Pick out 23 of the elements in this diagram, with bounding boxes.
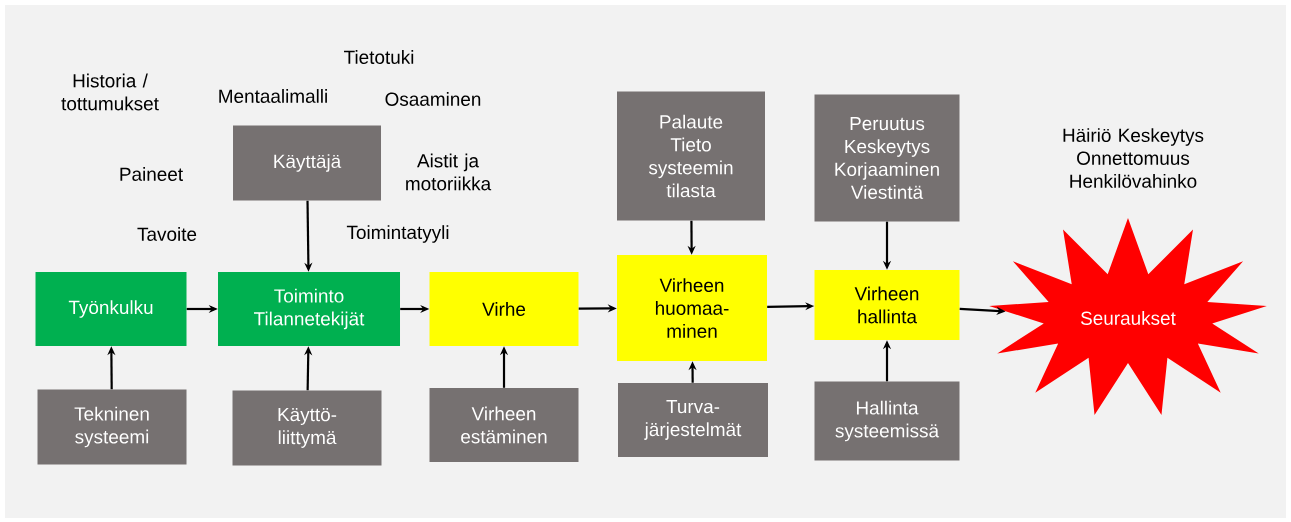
factor-label: Osaaminen — [385, 92, 481, 106]
caption-text: Häiriö Keskeytys Onnettomuus Henkilövahinko — [1063, 128, 1204, 188]
error-box: Virheen hallinta — [814, 270, 960, 340]
factor-box: Käyttäjä — [233, 125, 381, 201]
error-box: Virheen huomaa-minen — [617, 255, 767, 361]
factor-box: Palaute Tieto systeemin tilasta — [617, 91, 765, 221]
process-box: Toiminto Tilannetekijät — [218, 272, 400, 346]
factor-box: Hallinta systeemissä — [814, 381, 960, 461]
factor-label: Toimintatyyli — [346, 225, 449, 243]
factor-label: Tietotuki — [344, 50, 414, 64]
factor-box: Käyttö-liittymä — [232, 390, 382, 466]
factor-box: Turva-järjestelmät — [618, 383, 768, 457]
starburst: Seuraukset — [989, 218, 1267, 416]
factor-label: Historia / tottumukset — [61, 73, 159, 111]
error-box: Virhe — [429, 272, 579, 346]
process-box: Työnkulku — [35, 272, 187, 346]
factor-label: Tavoite — [137, 227, 197, 241]
factor-label: Paineet — [120, 167, 183, 181]
factor-box: Peruutus Keskeytys Korjaaminen Viestintä — [814, 94, 960, 222]
factor-label: Mentaalimalli — [219, 89, 327, 103]
factor-box: Virheen estäminen — [429, 388, 579, 462]
factor-box: Tekninen systeemi — [37, 389, 187, 465]
factor-label: Aistit ja motoriikka — [406, 153, 492, 191]
